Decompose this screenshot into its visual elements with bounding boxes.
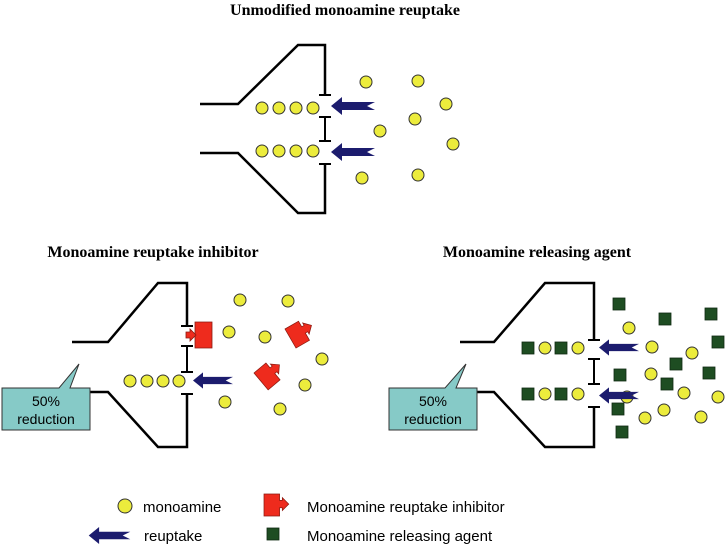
legend-releasing-agent-icon <box>266 527 280 541</box>
legend-label-inhibitor: Monoamine reuptake inhibitor <box>307 499 505 516</box>
legend-inhibitor-icon <box>263 493 290 517</box>
callout-line-2: reduction <box>17 411 75 427</box>
transporter-markers <box>588 339 600 408</box>
panel-unmodified: Unmodified monoamine reuptake <box>200 2 460 215</box>
callout-line-1: 50% <box>32 393 60 409</box>
callout-50-reduction: 50% reduction <box>1 363 91 431</box>
callout-50-reduction: 50% reduction <box>388 363 478 431</box>
callout-line-2: reduction <box>404 411 462 427</box>
legend-label-releasing-agent: Monoamine releasing agent <box>307 528 493 545</box>
neuron-terminal-upper <box>200 43 327 106</box>
monoamine-molecules <box>538 321 725 425</box>
legend-label-monoamine: monoamine <box>143 499 221 516</box>
panel-title-unmodified: Unmodified monoamine reuptake <box>230 2 460 19</box>
legend: monoamine reuptake Monoamine reuptake in… <box>88 493 505 545</box>
neuron-terminal-upper <box>460 281 596 344</box>
monoamine-molecules <box>255 74 460 185</box>
monoamine-molecules <box>123 293 329 416</box>
neuron-terminal-lower <box>72 390 189 449</box>
legend-reuptake-icon <box>88 527 131 544</box>
neuron-terminal-lower <box>200 151 327 215</box>
panel-releasing-agent: Monoamine releasing agent 50% reduction <box>388 244 725 449</box>
panel-title-inhibitor: Monoamine reuptake inhibitor <box>47 244 258 261</box>
legend-monoamine-icon <box>117 498 133 514</box>
panel-reuptake-inhibitor: Monoamine reuptake inhibitor 50% reducti… <box>1 244 329 449</box>
transporter-markers <box>181 325 193 395</box>
reuptake-arrows <box>331 97 375 161</box>
reuptake-arrow <box>193 372 233 389</box>
reuptake-inhibitor-molecules <box>185 316 318 391</box>
transporter-markers <box>319 94 331 165</box>
legend-label-reuptake: reuptake <box>144 528 202 545</box>
neuron-terminal-upper <box>72 281 189 344</box>
neuron-terminal-lower <box>460 390 596 449</box>
releasing-agent-molecules <box>521 297 725 439</box>
panel-title-releasing: Monoamine releasing agent <box>443 244 632 261</box>
callout-line-1: 50% <box>419 393 447 409</box>
